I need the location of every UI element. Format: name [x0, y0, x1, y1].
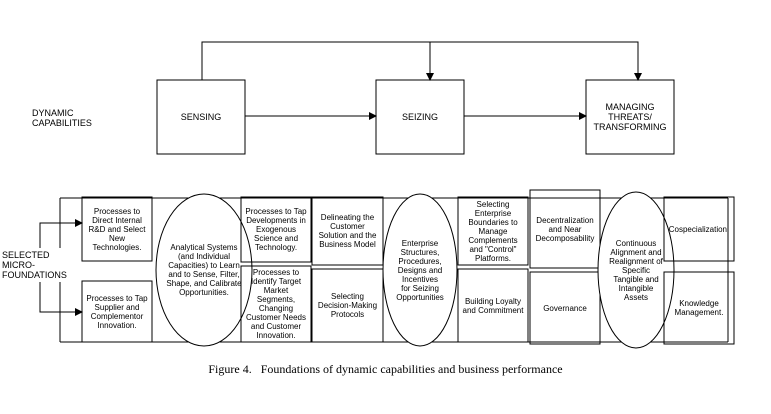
micro-foundations-label: SELECTED MICRO- FOUNDATIONS	[2, 248, 67, 282]
sensing-box	[156, 79, 246, 155]
knowledge-box-label: Knowledge Management.	[674, 299, 724, 317]
customer-needs-box-label: Processes to Identify Target Market Segm…	[245, 268, 307, 340]
managing-label: MANAGING THREATS/ TRANSFORMING	[593, 102, 667, 132]
alignment-ellipse-label: Continuous Alignment and Realignment of …	[609, 238, 663, 302]
sensing-label: SENSING	[180, 112, 222, 122]
analytical-ellipse-label: Analytical Systems (and Individual Capac…	[166, 243, 242, 297]
business-model-box-label: Delineating the Customer Solution and th…	[318, 213, 377, 249]
rd-box	[81, 196, 153, 262]
governance-box-label: Governance	[543, 303, 587, 313]
cospecialization-box	[663, 196, 735, 262]
decision-protocols-box	[311, 268, 384, 343]
dynamic-capabilities-label: DYNAMIC CAPABILITIES	[32, 108, 92, 128]
boundaries-box	[457, 196, 529, 266]
boundaries-box-label: Selecting Enterprise Boundaries to Manag…	[468, 199, 518, 263]
governance-box	[529, 271, 601, 345]
customer-needs-box	[240, 265, 312, 343]
loyalty-box	[457, 268, 529, 343]
exogenous-box-label: Processes to Tap Developments in Exogeno…	[245, 207, 307, 252]
decentralization-box-label: Decentralization and Near Decomposabilit…	[535, 215, 595, 243]
knowledge-box	[663, 271, 735, 345]
loyalty-box-label: Building Loyalty and Commitment	[462, 296, 524, 315]
decentralization-box	[529, 189, 601, 269]
cospecialization-box-label: Cospecialization.	[668, 224, 730, 234]
business-model-box	[311, 196, 384, 266]
analytical-ellipse	[155, 193, 253, 347]
enterprise-ellipse	[382, 193, 458, 347]
supplier-box-label: Processes to Tap Supplier and Complement…	[86, 293, 148, 330]
supplier-box	[81, 280, 153, 343]
feedback-loop-line	[201, 41, 642, 81]
exogenous-box	[240, 196, 312, 263]
seizing-label: SEIZING	[401, 112, 438, 122]
figure-caption: Figure 4. Foundations of dynamic capabil…	[208, 362, 563, 376]
enterprise-ellipse-label: Enterprise Structures, Procedures, Desig…	[396, 238, 444, 302]
rd-box-label: Processes to Direct Internal R&D and Sel…	[88, 206, 146, 252]
alignment-ellipse	[597, 191, 675, 349]
decision-protocols-box-label: Selecting Decision-Making Protocols	[317, 292, 378, 319]
